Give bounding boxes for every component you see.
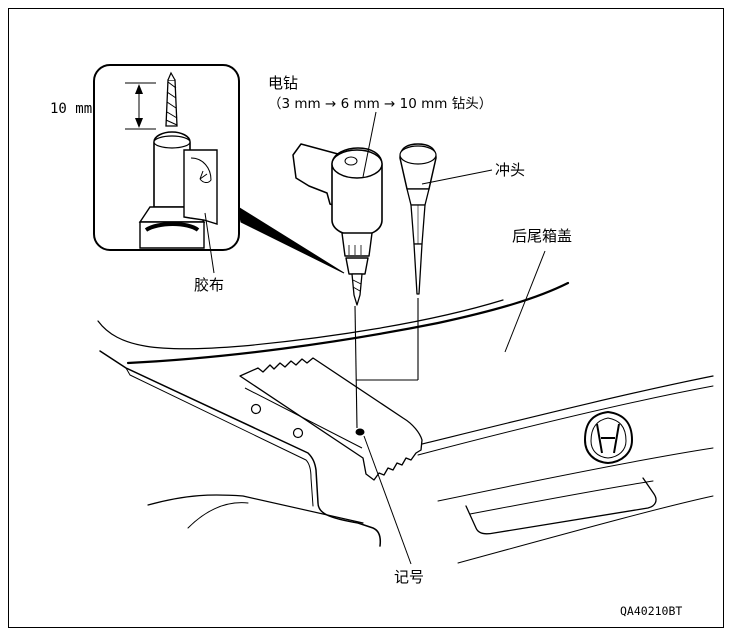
- trunk-lid-drilling-diagram: 10 mm 电钻 （3 mm → 6 mm → 10 mm 钻头） 冲头 后尾箱…: [8, 8, 724, 628]
- drill-label: 电钻: [268, 74, 298, 92]
- existing-hole: [292, 427, 304, 439]
- inset-detail: [93, 64, 240, 251]
- drill-bit-icon: [165, 71, 178, 127]
- figure-code: QA40210BT: [620, 604, 682, 618]
- tape-piece: [183, 149, 218, 225]
- drilling-template: [239, 357, 423, 481]
- diagram-frame: 10 mm 电钻 （3 mm → 6 mm → 10 mm 钻头） 冲头 后尾箱…: [8, 8, 724, 628]
- leader-lines: [204, 111, 546, 565]
- guide-lines: [354, 298, 419, 429]
- punch-label: 冲头: [495, 161, 525, 179]
- figure-border: [8, 8, 724, 628]
- dimension-label: 10 mm: [50, 101, 92, 117]
- honda-emblem-icon: [583, 410, 634, 465]
- existing-hole: [250, 403, 262, 415]
- mark-point: [355, 428, 365, 436]
- electric-drill-icon: [292, 143, 383, 306]
- trunk-lid-outline: [97, 281, 714, 564]
- center-punch-icon: [399, 143, 437, 295]
- tape-label: 胶布: [194, 276, 224, 294]
- drill-bit-sequence-label: （3 mm → 6 mm → 10 mm 钻头）: [268, 96, 492, 112]
- mark-label: 记号: [394, 568, 424, 586]
- inset-pointer: [237, 205, 345, 274]
- trunk-lid-label: 后尾箱盖: [512, 227, 572, 245]
